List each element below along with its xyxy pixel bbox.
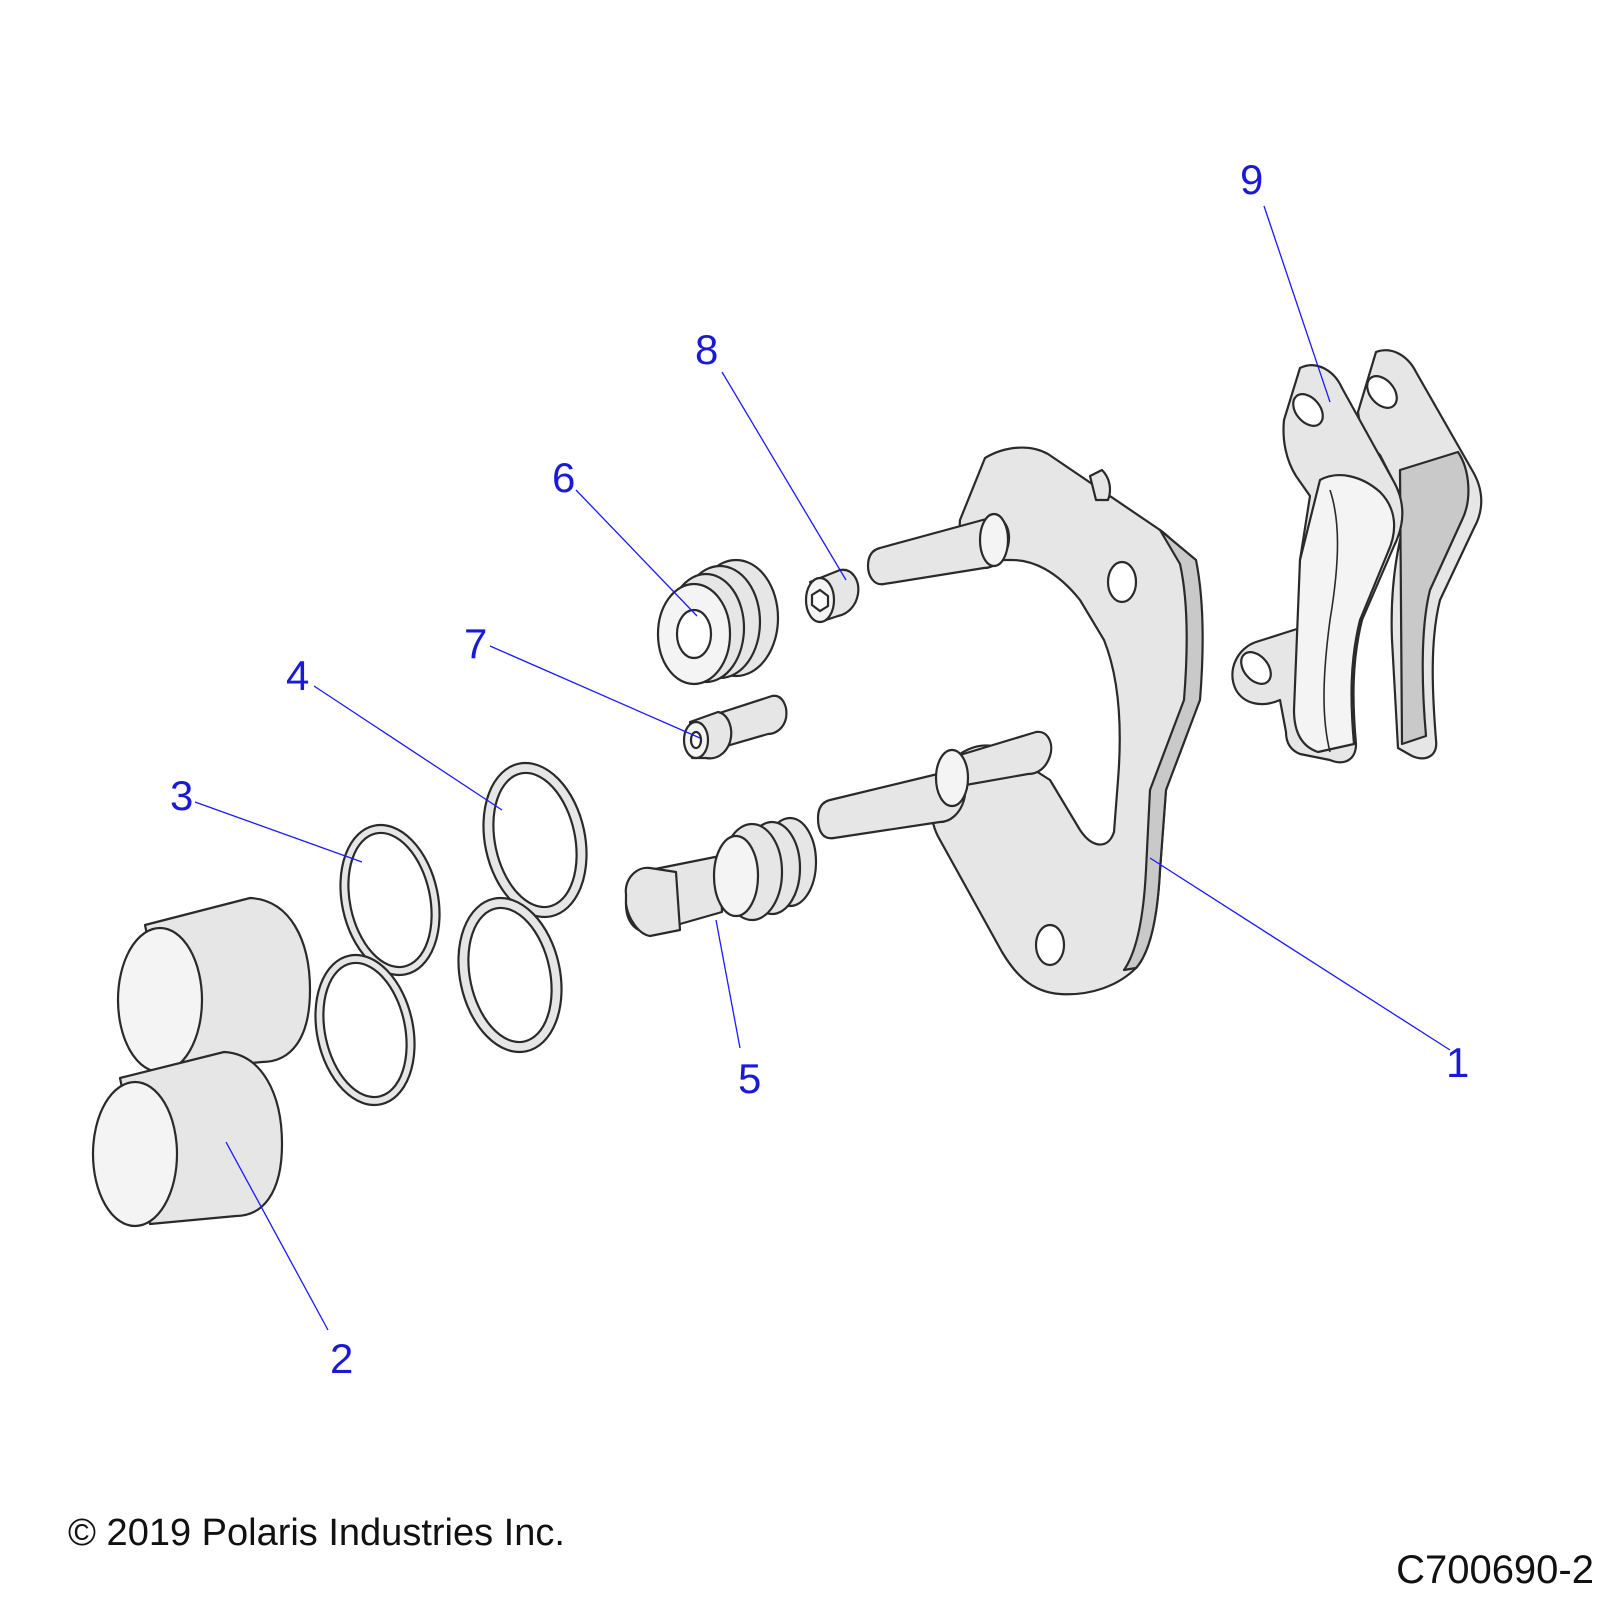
bleeder-valve <box>682 694 788 760</box>
leader-line-3 <box>194 801 363 863</box>
piston-lower <box>91 1050 284 1228</box>
callout-8: 8 <box>695 326 718 373</box>
copyright-notice: © 2019 Polaris Industries Inc. <box>68 1512 565 1554</box>
hex-plug <box>804 568 860 624</box>
leader-lines <box>194 205 1451 1331</box>
leader-line-4 <box>313 685 503 811</box>
leader-line-1 <box>1149 857 1451 1051</box>
drawing-number: C700690-2 <box>1396 1548 1594 1592</box>
callout-4: 4 <box>286 652 309 699</box>
leader-line-6 <box>575 489 698 617</box>
seal-ring-lower-small <box>314 953 416 1107</box>
leader-line-7 <box>489 645 701 739</box>
seal-ring-upper-small <box>339 823 441 977</box>
seal-ring-upper-large <box>482 761 588 919</box>
leader-line-5 <box>715 919 741 1049</box>
callout-9: 9 <box>1240 156 1263 203</box>
leader-line-2 <box>225 1141 329 1331</box>
callout-5: 5 <box>738 1055 761 1102</box>
callout-1: 1 <box>1446 1039 1469 1086</box>
callout-7: 7 <box>464 620 487 667</box>
brake-pad-front <box>1231 364 1404 764</box>
callout-2: 2 <box>330 1335 353 1382</box>
rubber-boot-upper <box>656 558 780 686</box>
slide-pin-with-boot <box>624 816 818 938</box>
callout-3: 3 <box>170 772 193 819</box>
callout-6: 6 <box>552 454 575 501</box>
leader-line-8 <box>721 371 847 581</box>
piston-upper <box>116 896 312 1074</box>
brake-pad-rear <box>1356 349 1483 760</box>
leader-line-9 <box>1263 205 1331 403</box>
caliper-bracket <box>816 446 1204 996</box>
seal-ring-lower-large <box>457 896 563 1054</box>
